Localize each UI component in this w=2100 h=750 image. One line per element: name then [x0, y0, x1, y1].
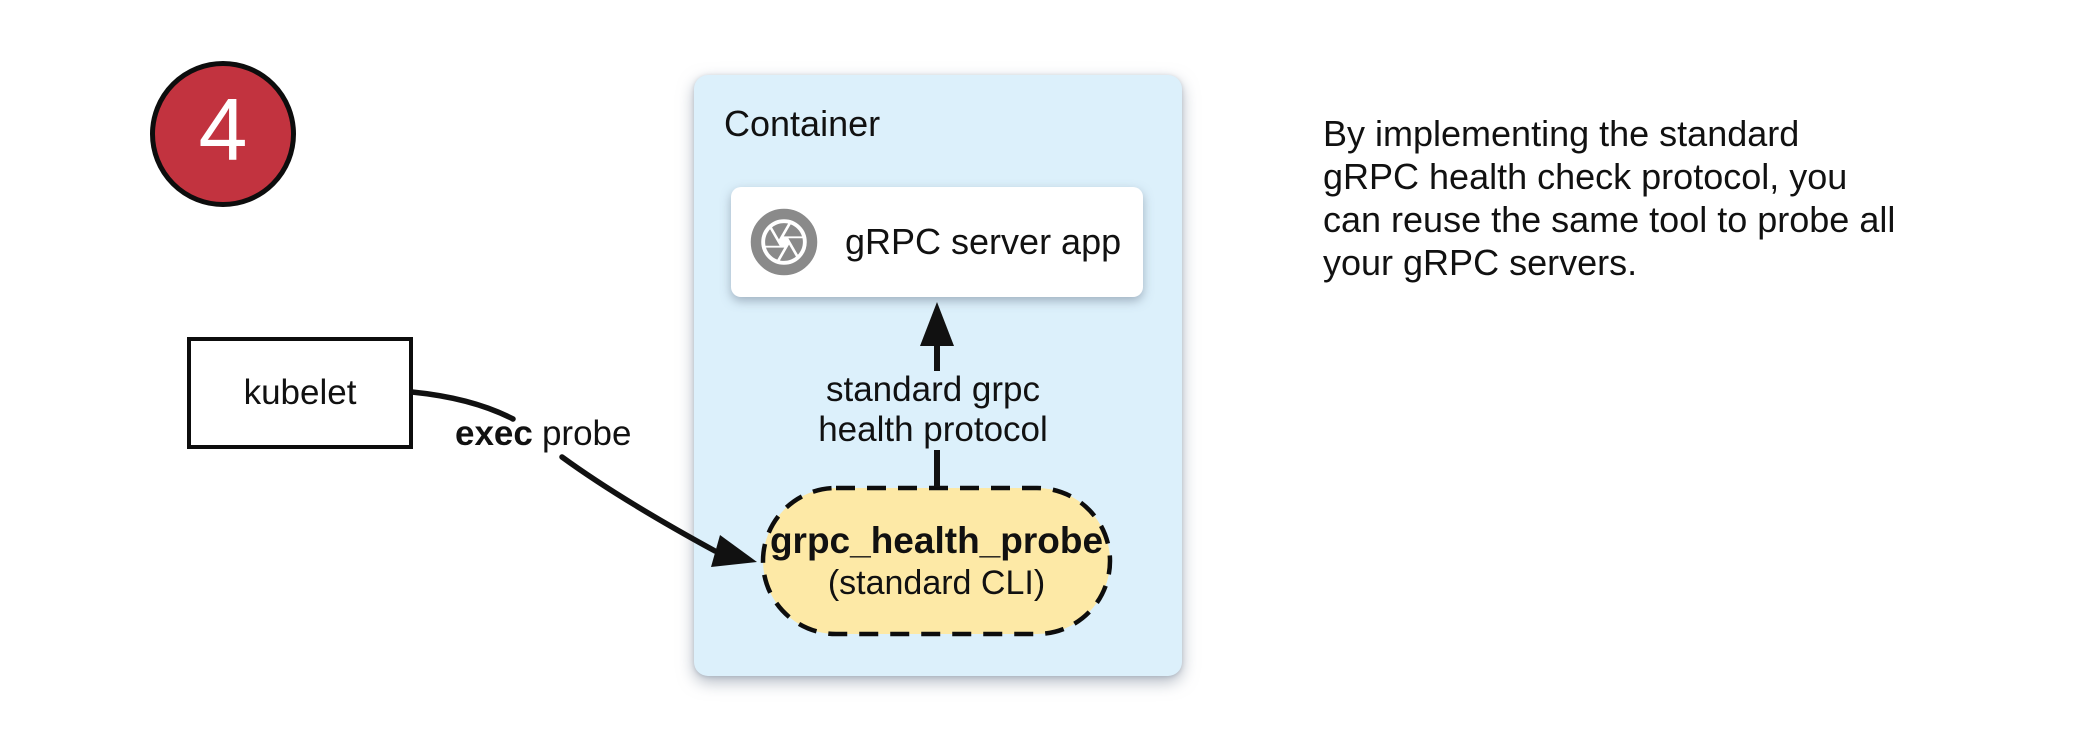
probe-pill-title: grpc_health_probe — [769, 520, 1104, 561]
grpc-server-app-label: gRPC server app — [845, 221, 1122, 262]
annotation-text: By implementing the standard gRPC health… — [1323, 112, 1895, 284]
kubelet-label: kubelet — [243, 373, 357, 412]
pill-text: grpc_health_probe (standard CLI) — [760, 485, 1113, 637]
step-number: 4 — [198, 80, 248, 179]
health-protocol-label: standard grpc health protocol — [773, 370, 1093, 450]
health-protocol-label-line2: health protocol — [818, 410, 1048, 449]
exec-probe-label-bold: exec — [455, 414, 533, 453]
health-protocol-label-line1: standard grpc — [825, 370, 1041, 409]
annotation-line-4: your gRPC servers. — [1323, 242, 1638, 283]
grpc-server-app-box: gRPC server app — [731, 187, 1143, 297]
step-number-badge: 4 — [150, 61, 296, 207]
exec-probe-arrow-segment-2 — [559, 454, 718, 554]
exec-probe-label-rest: probe — [541, 414, 632, 453]
grpc-health-probe-pill: grpc_health_probe (standard CLI) — [760, 485, 1113, 637]
kubelet-box: kubelet — [187, 337, 413, 449]
pill-dashed-border — [760, 485, 1113, 637]
container-title: Container — [724, 103, 881, 144]
aperture-icon — [750, 208, 818, 276]
probe-pill-subtitle: (standard CLI) — [827, 564, 1046, 602]
annotation-line-2: gRPC health check protocol, you — [1323, 156, 1848, 197]
annotation-line-1: By implementing the standard — [1323, 113, 1800, 154]
pill-shape — [760, 485, 1113, 637]
annotation-line-3: can reuse the same tool to probe all — [1323, 199, 1896, 240]
container-box: Container gRPC server app standard grpc … — [694, 75, 1182, 676]
